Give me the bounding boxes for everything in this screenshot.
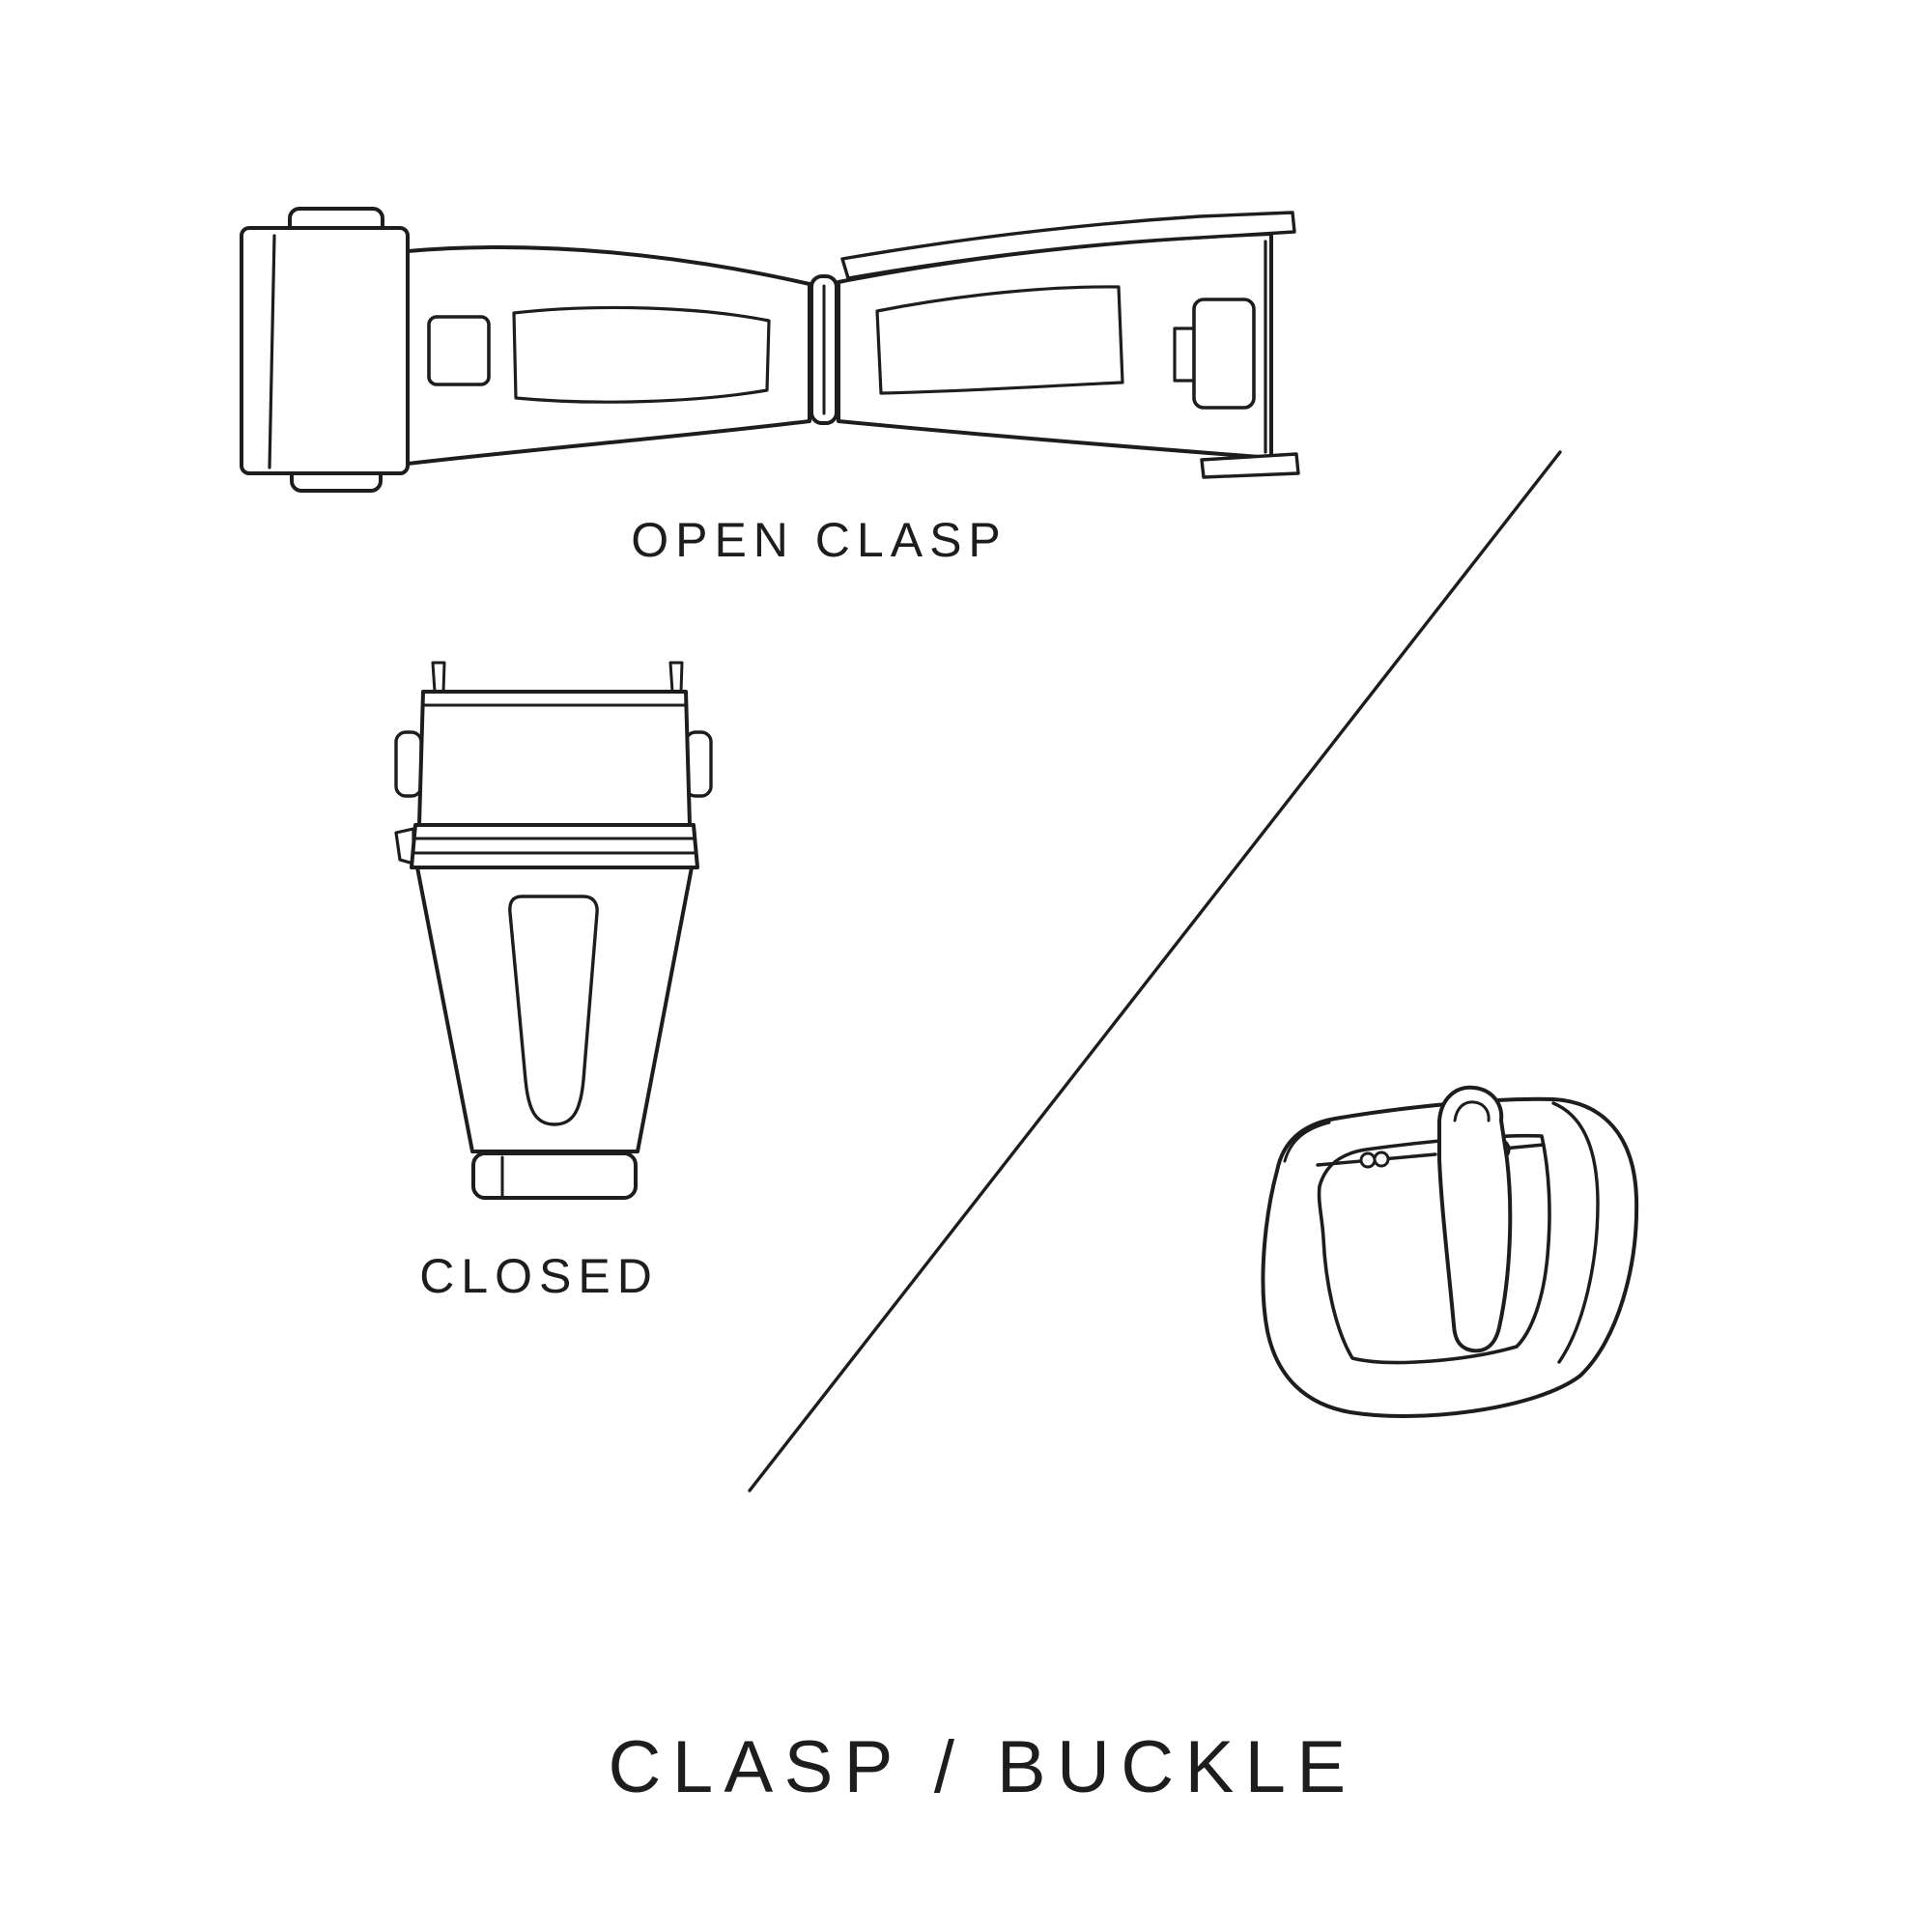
open-clasp-left-arm-inner-outline [512, 305, 771, 404]
closed-clasp-right-prong [668, 661, 684, 694]
buckle-tongue-loop-line [1453, 1100, 1491, 1122]
divider-line [748, 450, 1562, 1492]
open-clasp-link-edge [268, 234, 276, 469]
buckle-inner-window [1317, 1133, 1551, 1365]
page-title: CLASP / BUCKLE [608, 1726, 1357, 1808]
closed-clasp-illustration [394, 661, 713, 1200]
open-clasp-right-arm-bottom-tab [1200, 452, 1300, 479]
closed-clasp-foot [471, 1151, 638, 1200]
closed-clasp-left-ear [394, 730, 423, 798]
closed-clasp-label: CLOSED [419, 1249, 659, 1303]
open-clasp-label: OPEN CLASP [631, 513, 1008, 567]
open-clasp-left-arm [406, 245, 811, 466]
closed-clasp-fold-band [410, 823, 699, 869]
buckle-top-edge [1283, 1121, 1331, 1163]
open-clasp-link [240, 226, 410, 475]
tang-buckle-illustration [1261, 1085, 1639, 1418]
open-clasp-right-arm-inner-outline [875, 285, 1124, 395]
buckle-spring-coil-1 [1359, 1151, 1377, 1169]
open-clasp-catch-slot [1192, 298, 1256, 410]
open-clasp-right-arm-top-strip [840, 211, 1296, 280]
buckle-side-thickness [1551, 1101, 1600, 1364]
open-clasp-catch-hook [1173, 327, 1196, 383]
buckle-tongue [1437, 1085, 1513, 1353]
open-clasp-illustration [240, 207, 1300, 493]
closed-clasp-top-block [417, 690, 692, 827]
open-clasp-pusher [427, 315, 491, 386]
closed-clasp-slot [508, 895, 599, 1126]
closed-clasp-left-prong [431, 661, 446, 694]
buckle-spring-coil-2 [1373, 1151, 1390, 1168]
